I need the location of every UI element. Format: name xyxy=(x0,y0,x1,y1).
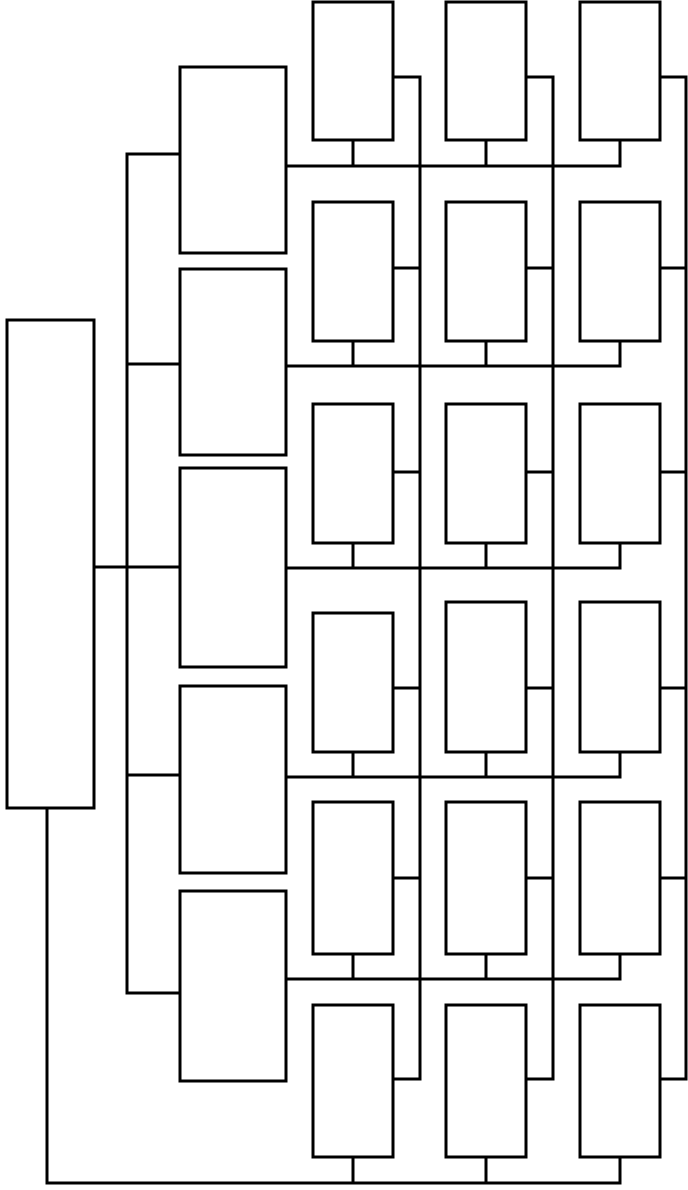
group-blocks xyxy=(178,65,288,1083)
group-block-2 xyxy=(178,267,288,457)
leaf-block-r2-c2 xyxy=(444,200,528,343)
leaf-block-r5-c3 xyxy=(578,800,662,956)
leaf-block-r5-c2 xyxy=(444,800,528,956)
leaf-block-r6-c3 xyxy=(578,1003,662,1159)
bottom-return-line xyxy=(45,806,622,1185)
leaf-block-r4-c2 xyxy=(444,600,528,754)
leaf-block-r6-c2 xyxy=(444,1003,528,1159)
group-block-4 xyxy=(178,684,288,875)
leaf-block-r3-c3 xyxy=(578,402,662,545)
group-block-5 xyxy=(178,889,288,1083)
leaf-block-r6-c1 xyxy=(311,1003,395,1159)
connector-lines xyxy=(45,75,688,1185)
leaf-block-r4-c1 xyxy=(311,611,395,754)
leaf-block-r1-c2 xyxy=(444,0,528,142)
leaf-block-r1-c1 xyxy=(311,0,395,142)
leaf-block-r3-c1 xyxy=(311,402,395,545)
leaf-block-r2-c1 xyxy=(311,200,395,343)
group-block-1 xyxy=(178,65,288,255)
leaf-block-r4-c3 xyxy=(578,600,662,754)
leaf-block-r3-c2 xyxy=(444,402,528,545)
root-block xyxy=(5,318,96,810)
leaf-blocks xyxy=(311,0,662,1159)
leaf-block-r1-c3 xyxy=(578,0,662,142)
group-block-3 xyxy=(178,466,288,669)
leaf-block-r2-c3 xyxy=(578,200,662,343)
leaf-block-r5-c1 xyxy=(311,800,395,956)
